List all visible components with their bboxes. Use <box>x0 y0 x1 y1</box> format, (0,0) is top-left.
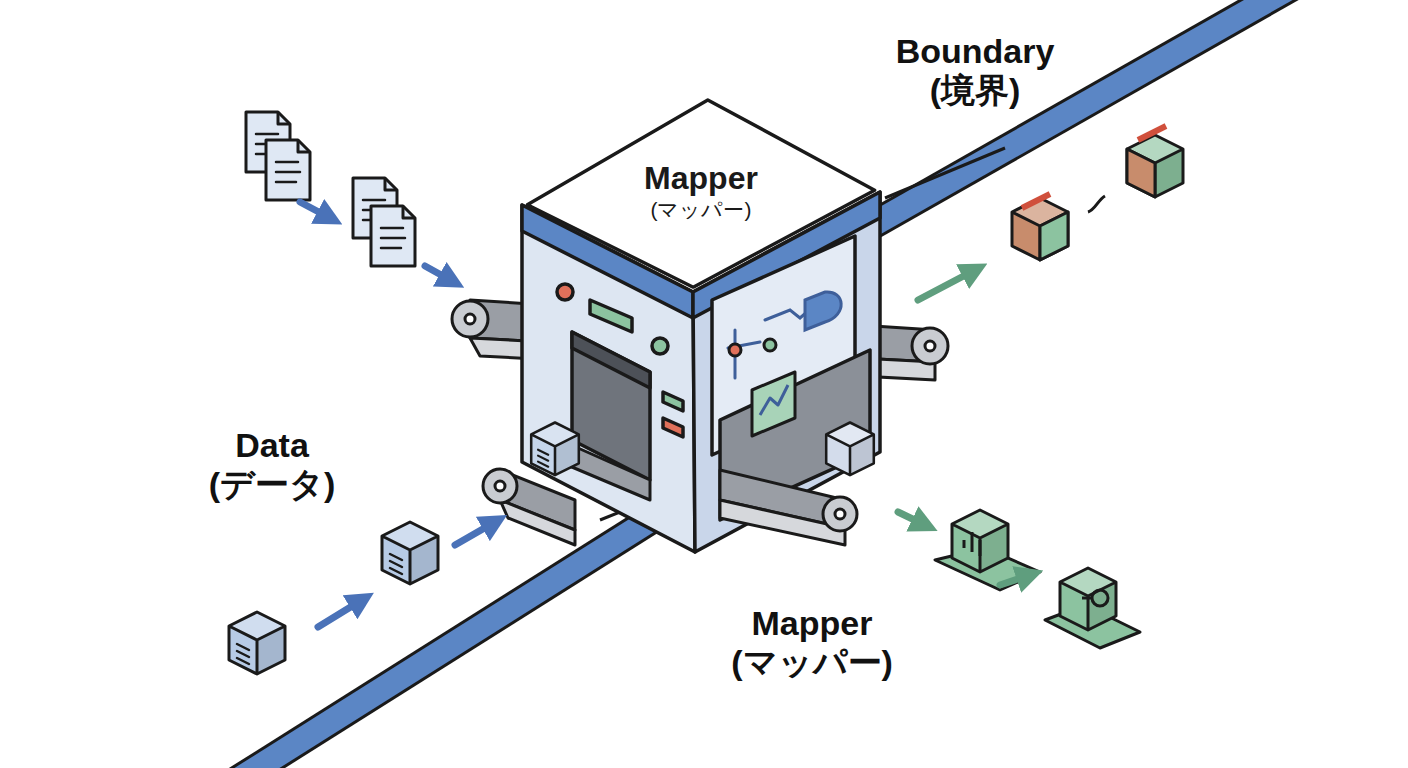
machine-subtitle: (マッパー) <box>651 197 752 222</box>
area-label: Data (データ) <box>209 426 336 504</box>
area-label: Boundary (境界) <box>896 32 1055 110</box>
area-label: Mapper (マッパー) <box>731 604 893 682</box>
machine-title: Mapper <box>644 159 758 197</box>
mapper-machine-top: Mapper(マッパー) <box>522 97 880 292</box>
